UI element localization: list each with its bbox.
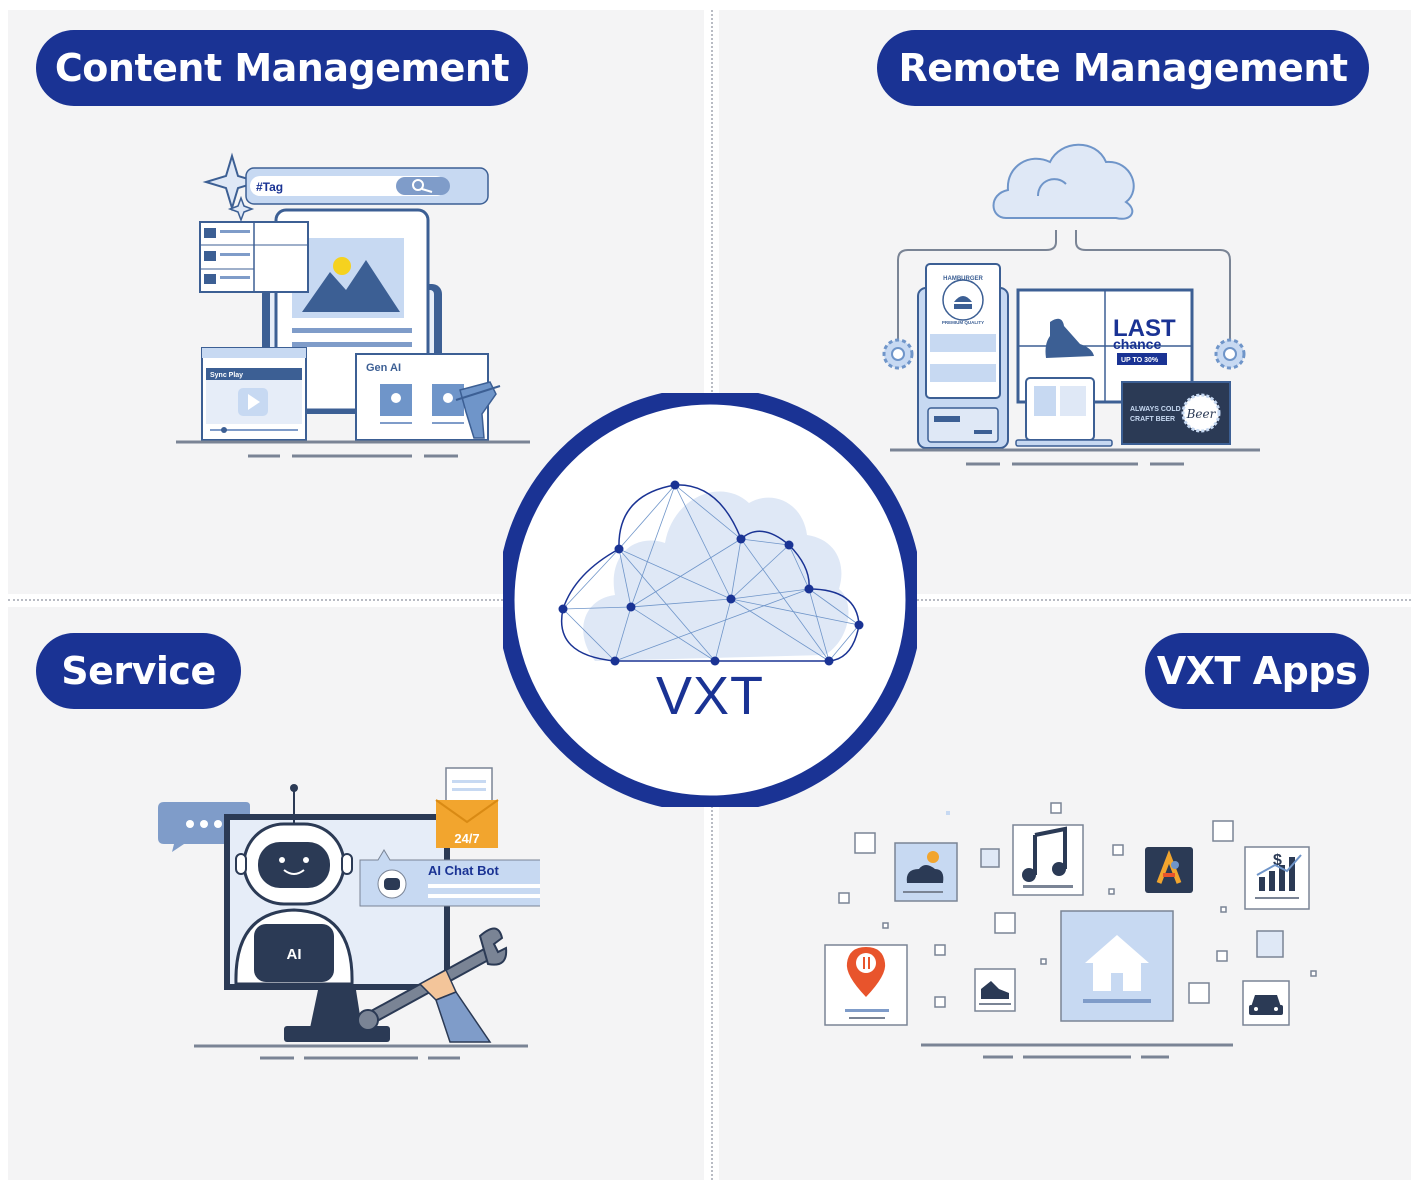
home-icon bbox=[1060, 910, 1174, 1022]
vxt-label: VXT bbox=[655, 666, 765, 726]
restaurant-location-icon bbox=[824, 944, 908, 1026]
craft-beer-label: CRAFT BEER bbox=[1130, 416, 1175, 423]
content-management-illustration: #Tag Sync Play bbox=[176, 152, 530, 458]
always-cold-label: ALWAYS COLD bbox=[1130, 406, 1181, 413]
svg-text:$: $ bbox=[1273, 852, 1282, 869]
content-list-panel bbox=[199, 221, 309, 293]
play-icon bbox=[238, 388, 268, 416]
cloud-icon bbox=[992, 143, 1135, 220]
sparkle-icon bbox=[202, 152, 262, 223]
support-hours-label: 24/7 bbox=[454, 831, 479, 846]
ai-chat-bot-card: AI Chat Bot bbox=[359, 849, 540, 907]
brand-app-icon bbox=[1145, 847, 1193, 893]
car-icon bbox=[1242, 980, 1290, 1026]
running-shoe-icon bbox=[974, 968, 1016, 1012]
sync-play-label: Sync Play bbox=[210, 372, 243, 379]
robot-chip-label: AI bbox=[287, 946, 302, 963]
content-management-title: Content Management bbox=[36, 30, 528, 106]
service-illustration: AI 24/7 AI Chat Bot bbox=[158, 767, 540, 1060]
wrench-icon bbox=[357, 927, 508, 1043]
remote-management-illustration: HAMBURGER PREMIUM QUALITY LAST chance UP… bbox=[882, 143, 1260, 466]
sync-play-window: Sync Play bbox=[201, 347, 307, 441]
weather-icon bbox=[894, 842, 958, 902]
search-bar: #Tag bbox=[245, 167, 489, 205]
beer-label: Beer bbox=[1186, 407, 1217, 421]
remote-management-title: Remote Management bbox=[877, 30, 1369, 106]
music-icon bbox=[1012, 824, 1084, 896]
vxt-apps-title: VXT Apps bbox=[1145, 633, 1369, 709]
discount-label: UP TO 30% bbox=[1121, 357, 1159, 364]
envelope-icon: 24/7 bbox=[435, 767, 499, 848]
decorative-squares bbox=[838, 802, 1317, 1008]
gear-icon bbox=[1214, 338, 1246, 370]
robot-icon: AI bbox=[234, 784, 354, 986]
vxt-center-badge: VXT bbox=[497, 387, 923, 813]
laptop-device bbox=[1015, 377, 1113, 447]
chance-label: chance bbox=[1113, 336, 1161, 352]
gear-icon bbox=[882, 338, 914, 370]
premium-quality-label: PREMIUM QUALITY bbox=[942, 320, 984, 325]
service-title: Service bbox=[36, 633, 241, 709]
kiosk-device: HAMBURGER PREMIUM QUALITY bbox=[917, 263, 1009, 449]
gen-ai-card: Gen AI bbox=[355, 353, 501, 441]
last-label: LAST bbox=[1113, 315, 1176, 342]
vxt-apps-illustration: $ bbox=[824, 802, 1317, 1059]
finance-chart-icon: $ bbox=[1244, 846, 1310, 910]
beer-screen: ALWAYS COLD CRAFT BEER Beer bbox=[1121, 381, 1231, 445]
search-icon bbox=[412, 179, 433, 193]
search-tag-text: #Tag bbox=[256, 180, 283, 194]
vxt-cloud-network-icon bbox=[497, 387, 923, 813]
ai-chat-bot-label: AI Chat Bot bbox=[428, 863, 499, 878]
hamburger-label: HAMBURGER bbox=[943, 276, 983, 282]
gen-ai-label: Gen AI bbox=[366, 362, 401, 374]
